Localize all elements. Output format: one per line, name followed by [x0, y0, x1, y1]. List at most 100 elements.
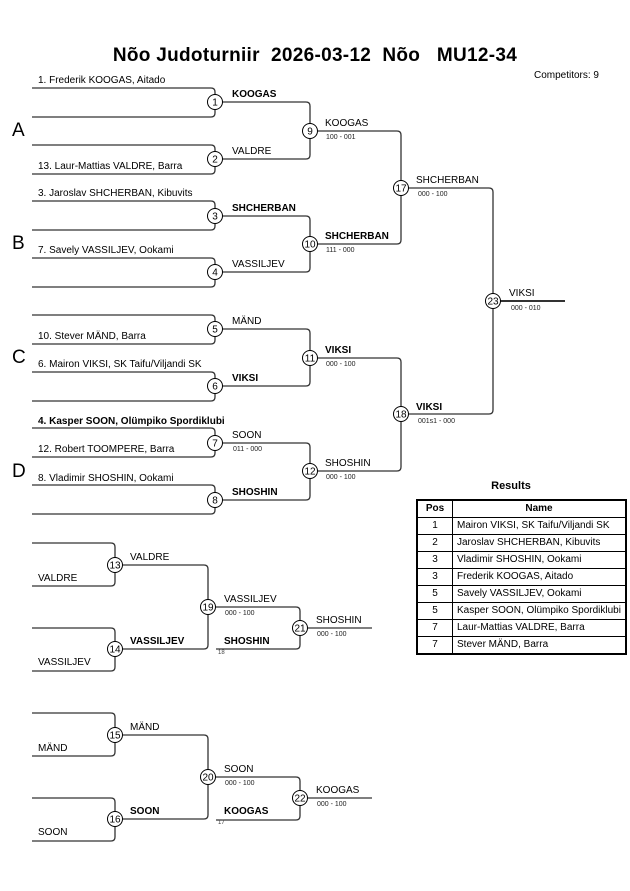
- results-pos: 7: [416, 619, 453, 637]
- match-number: 19: [202, 603, 214, 614]
- match-11-winner: VIKSI: [325, 345, 352, 356]
- entrant-vassiljev: 7. Savely VASSILJEV, Ookami: [38, 245, 174, 256]
- entrant-toompere: 12. Robert TOOMPERE, Barra: [38, 444, 175, 455]
- match-22-score: 000 - 100: [317, 801, 347, 808]
- match-circle: [485, 293, 501, 309]
- match-17-node: 17: [393, 180, 409, 196]
- match-number: 18: [395, 410, 407, 421]
- competitors-count: Competitors: 9: [533, 70, 599, 81]
- match-number: 2: [212, 155, 218, 166]
- entrant-viksi: 6. Mairon VIKSI, SK Taifu/Viljandi SK: [38, 359, 202, 370]
- match-22-cross-ref: 17: [218, 820, 225, 826]
- match-circle: [207, 264, 223, 280]
- match-number: 17: [395, 184, 407, 195]
- match-21-cross-ref: 18: [218, 650, 225, 656]
- match-number: 21: [294, 624, 306, 635]
- match-7-node: 7: [207, 435, 223, 451]
- match-17-winner: SHCHERBAN: [416, 175, 479, 186]
- match-6-node: 6: [207, 378, 223, 394]
- match-circle: [292, 790, 308, 806]
- match-3-node: 3: [207, 208, 223, 224]
- match-circle: [207, 151, 223, 167]
- results-header-pos: Pos: [416, 499, 453, 518]
- match-6-winner: VIKSI: [232, 373, 259, 384]
- match-19-winner: VASSILJEV: [224, 594, 277, 605]
- match-5-node: 5: [207, 321, 223, 337]
- results-pos: 5: [416, 585, 453, 603]
- match-18-connector: [317, 357, 402, 472]
- pool-label-b: B: [12, 233, 25, 254]
- results-pos: 2: [416, 534, 453, 552]
- results-name: Stever MÄND, Barra: [451, 636, 627, 655]
- match-1-connector: [32, 87, 216, 118]
- match-circle: [200, 769, 216, 785]
- match-number: 23: [487, 297, 499, 308]
- match-16-node: 16: [107, 811, 123, 827]
- match-10-winner: SHCHERBAN: [325, 231, 389, 242]
- repechage-15-entrant: MÄND: [38, 743, 68, 754]
- match-circle: [107, 811, 123, 827]
- match-number: 10: [304, 240, 316, 251]
- match-number: 20: [202, 773, 214, 784]
- entrant-soon: 4. Kasper SOON, Olümpiko Spordiklubi: [38, 416, 225, 427]
- match-8-winner: SHOSHIN: [232, 487, 278, 498]
- match-number: 5: [212, 325, 218, 336]
- match-9-winner: KOOGAS: [325, 118, 369, 129]
- match-19-score: 000 - 100: [225, 610, 255, 617]
- match-18-winner: VIKSI: [416, 402, 443, 413]
- match-12-winner: SHOSHIN: [325, 458, 371, 469]
- match-12-score: 000 - 100: [326, 474, 356, 481]
- results-pos: 3: [416, 568, 453, 586]
- match-4-node: 4: [207, 264, 223, 280]
- match-number: 12: [304, 467, 316, 478]
- match-6-connector: [32, 371, 216, 402]
- match-number: 14: [109, 645, 121, 656]
- match-number: 6: [212, 382, 218, 393]
- match-20-winner: SOON: [224, 764, 254, 775]
- entrant-koogas: 1. Frederik KOOGAS, Aitado: [38, 75, 166, 86]
- results-name: Kasper SOON, Olümpiko Spordiklubi: [451, 602, 627, 620]
- match-21-cross-entrant: SHOSHIN: [224, 636, 270, 647]
- results-pos: 7: [416, 636, 453, 655]
- results-pos: 5: [416, 602, 453, 620]
- match-number: 13: [109, 561, 121, 572]
- match-5-winner: MÄND: [232, 316, 262, 327]
- match-2-node: 2: [207, 151, 223, 167]
- match-circle: [207, 435, 223, 451]
- match-13-node: 13: [107, 557, 123, 573]
- match-17-connector: [317, 130, 402, 245]
- match-circle: [207, 321, 223, 337]
- match-number: 1: [212, 98, 218, 109]
- match-20-score: 000 - 100: [225, 780, 255, 787]
- match-15-winner: MÄND: [130, 722, 160, 733]
- repechage-16-entrant: SOON: [38, 827, 68, 838]
- match-18-node: 18: [393, 406, 409, 422]
- page-title: Nõo Judoturniir 2026-03-12 Nõo MU12-34: [112, 45, 518, 66]
- match-22-winner: KOOGAS: [316, 785, 360, 796]
- match-23-node: 23: [485, 293, 501, 309]
- match-9-node: 9: [302, 123, 318, 139]
- results-name: Laur-Mattias VALDRE, Barra: [451, 619, 627, 637]
- entrant-valdre: 13. Laur-Mattias VALDRE, Barra: [38, 161, 183, 172]
- results-name: Frederik KOOGAS, Aitado: [451, 568, 627, 586]
- match-4-winner: VASSILJEV: [232, 259, 285, 270]
- match-8-node: 8: [207, 492, 223, 508]
- match-circle: [207, 378, 223, 394]
- results-title: Results: [491, 480, 531, 492]
- match-number: 16: [109, 815, 121, 826]
- match-circle: [207, 208, 223, 224]
- match-number: 8: [212, 496, 218, 507]
- match-circle: [200, 599, 216, 615]
- match-19-node: 19: [200, 599, 216, 615]
- match-1-node: 1: [207, 94, 223, 110]
- match-circle: [107, 727, 123, 743]
- entrant-shoshin: 8. Vladimir SHOSHIN, Ookami: [38, 473, 174, 484]
- results-name: Mairon VIKSI, SK Taifu/Viljandi SK: [451, 517, 627, 535]
- match-12-node: 12: [302, 463, 318, 479]
